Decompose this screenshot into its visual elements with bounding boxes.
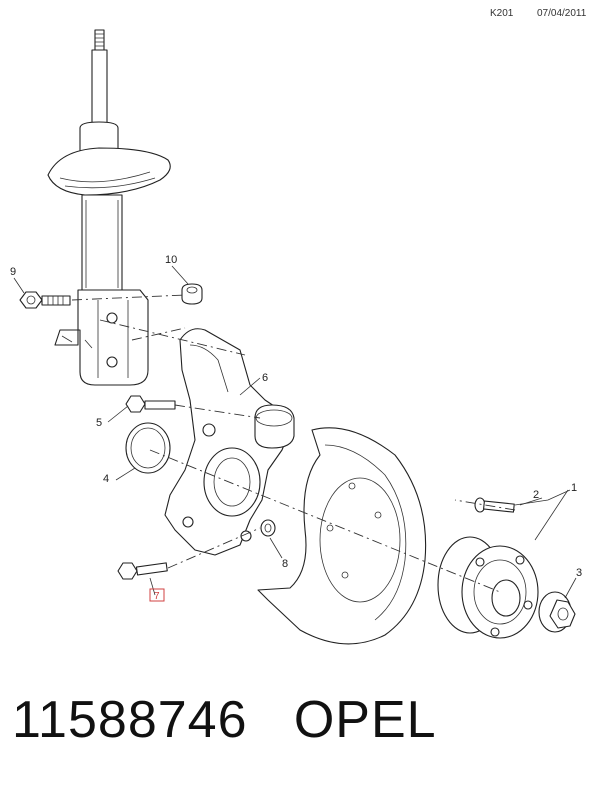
diagram-code: K201 (490, 8, 514, 19)
callout-1: 1 (571, 482, 577, 494)
hub-bearing-1 (437, 536, 539, 639)
callout-4: 4 (103, 473, 109, 485)
bolt-7 (117, 562, 168, 580)
wheel-stud-2 (474, 497, 515, 513)
part-number: 11588746 (12, 691, 248, 749)
strut-assembly (47, 29, 171, 386)
brake-dust-shield (257, 427, 427, 645)
callout-3: 3 (576, 567, 582, 579)
callout-5: 5 (96, 417, 102, 429)
callout-8: 8 (282, 558, 288, 570)
nut-10 (181, 283, 203, 305)
bolt-9 (19, 291, 71, 309)
washer-8 (260, 519, 276, 537)
callout-10: 10 (165, 254, 177, 266)
callout-2: 2 (533, 489, 539, 501)
callout-9: 9 (10, 266, 16, 278)
footer-caption: 11588746 OPEL (12, 690, 437, 750)
callout-6: 6 (262, 372, 268, 384)
snap-ring-4 (125, 422, 171, 474)
callout-7-box (149, 588, 165, 602)
leader-lines (13, 265, 577, 599)
callout-7: 7 (154, 591, 160, 602)
assembly-lines (71, 294, 516, 593)
hub-nut-3 (538, 591, 576, 633)
diagram-date: 07/04/2011 (537, 8, 587, 19)
bolt-5 (125, 395, 176, 413)
brand-name: OPEL (293, 691, 437, 749)
steering-knuckle-6 (164, 328, 295, 556)
